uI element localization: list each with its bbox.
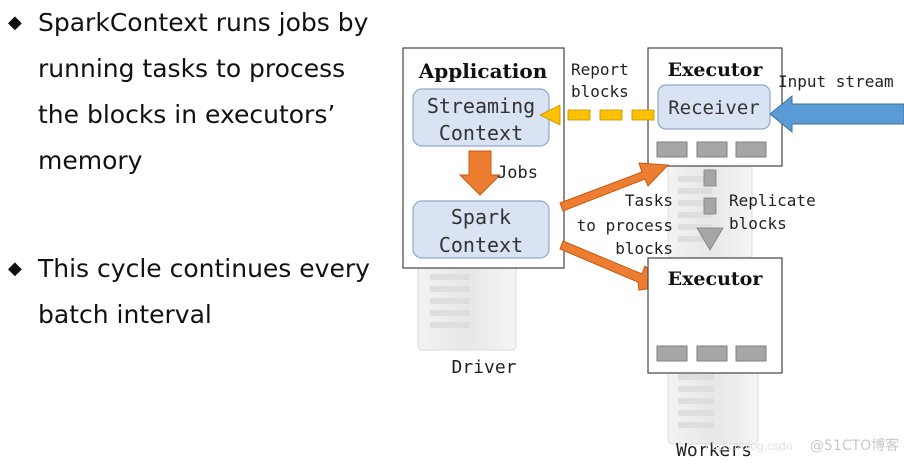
replicate-blocks-arrow <box>696 169 724 251</box>
replicate-blocks-label-line-2: blocks <box>729 214 787 233</box>
diamond-bullet-icon: ◆ <box>8 12 22 33</box>
diamond-bullet-icon: ◆ <box>8 258 22 279</box>
streaming-context-label-line-1: Streaming <box>427 94 535 118</box>
replicate-blocks-label-line-1: Replicate <box>729 191 816 210</box>
report-blocks-label-line-1: Report <box>571 60 629 79</box>
data-block <box>735 345 767 362</box>
tasks-label-line-1: Tasks <box>625 191 673 210</box>
application-title: Application <box>418 59 548 83</box>
jobs-label: Jobs <box>497 163 538 183</box>
receiver-label: Receiver <box>668 97 760 119</box>
worker-server-icon-bottom <box>667 359 759 445</box>
bullet-1-line-4: memory <box>38 146 143 175</box>
jobs-arrow <box>458 150 502 196</box>
streaming-context-label-line-2: Context <box>439 121 523 145</box>
bullet-1-line-3: the blocks in executors’ <box>38 100 336 129</box>
spark-context-label-line-2: Context <box>439 233 523 257</box>
spark-context-label-line-1: Spark <box>451 205 511 229</box>
bullet-1-line-2: running tasks to process <box>38 54 346 83</box>
data-block <box>696 141 728 158</box>
input-stream-arrow <box>769 94 904 134</box>
bullet-2-line-2: batch interval <box>38 300 212 329</box>
data-block <box>735 141 767 158</box>
bullet-2: ◆This cycle continues every batch interv… <box>8 246 370 338</box>
bullet-1: ◆SparkContext runs jobs by running tasks… <box>8 0 368 184</box>
input-stream-label: Input stream <box>778 72 894 91</box>
spark-context-box <box>412 200 550 259</box>
data-block <box>656 141 688 158</box>
bullet-1-line-1: ◆SparkContext runs jobs by <box>8 0 368 46</box>
watermark-faint-text: https://blog.csdn <box>705 439 792 453</box>
tasks-label-line-2: to process <box>577 216 673 235</box>
executor-top-title: Executor <box>668 59 764 81</box>
bullet-2-line-1: ◆This cycle continues every <box>8 246 370 292</box>
tasks-arrow-to-top-executor <box>559 162 670 212</box>
executor-bottom-title: Executor <box>668 268 764 290</box>
data-block <box>656 345 688 362</box>
report-blocks-arrow <box>539 104 655 126</box>
data-block <box>696 345 728 362</box>
driver-label: Driver <box>451 357 516 378</box>
report-blocks-label-line-2: blocks <box>571 82 629 101</box>
tasks-label-line-3: blocks <box>615 239 673 258</box>
workers-label: Workers <box>676 440 752 461</box>
receiver-box <box>657 84 771 130</box>
watermark: @51CTO博客 <box>810 437 899 454</box>
